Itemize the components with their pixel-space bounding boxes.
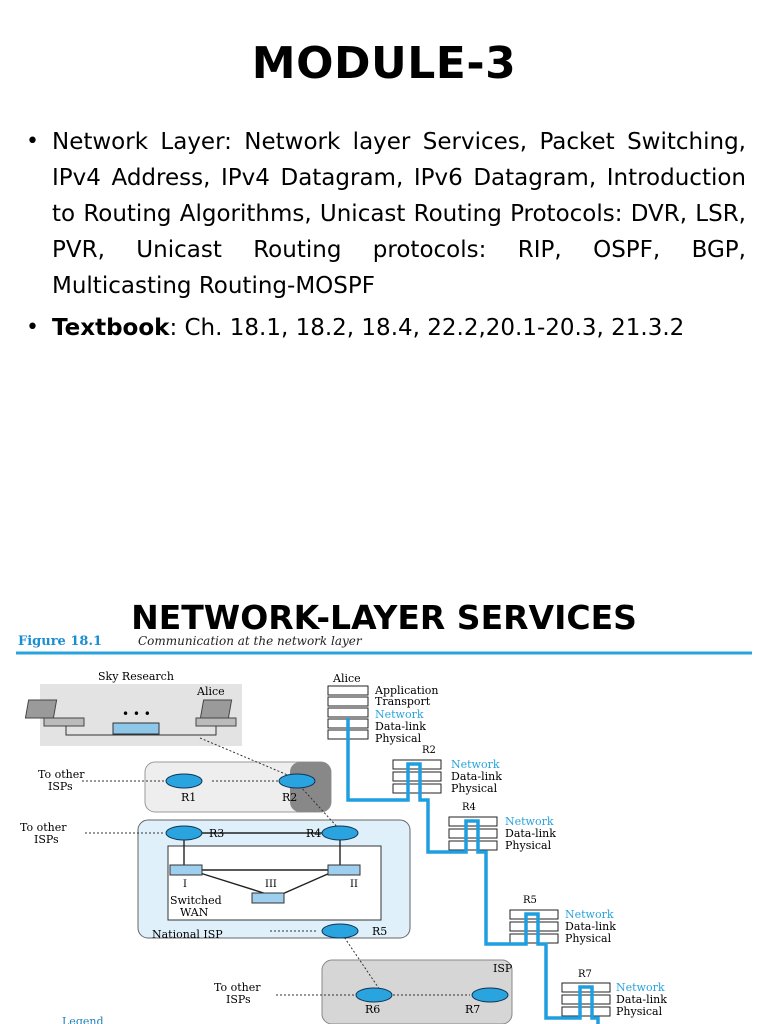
ellipsis-label: • • • bbox=[122, 707, 151, 721]
router-r6-icon: R6 bbox=[355, 987, 393, 1016]
svg-text:ISPs: ISPs bbox=[226, 993, 251, 1006]
r7-stack: R7 Network Data-link Physical bbox=[561, 969, 667, 1018]
network-diagram: Sky Research Alice • • • National ISP Sw… bbox=[16, 651, 752, 1024]
switched-wan-box bbox=[167, 845, 382, 921]
svg-text:R1: R1 bbox=[181, 791, 196, 804]
svg-text:Data-link: Data-link bbox=[616, 993, 667, 1006]
router-r3-icon: R3 bbox=[165, 825, 224, 841]
slide-network-layer-services: NETWORK-LAYER SERVICES Figure 18.1 Commu… bbox=[0, 590, 768, 1024]
svg-text:Physical: Physical bbox=[565, 932, 612, 945]
wan-switch-ii-icon: II bbox=[327, 864, 361, 890]
router-r7-icon: R7 bbox=[465, 987, 509, 1016]
bullet-topics: • Network Layer: Network layer Services,… bbox=[20, 124, 746, 304]
svg-text:Data-link: Data-link bbox=[565, 920, 616, 933]
alice-left-label: Alice bbox=[196, 685, 225, 698]
svg-text:R5: R5 bbox=[523, 895, 537, 906]
svg-text:Network: Network bbox=[375, 708, 424, 721]
router-r2-icon: R2 bbox=[278, 773, 316, 804]
legend-label: Legend bbox=[62, 1015, 104, 1024]
svg-text:Data-link: Data-link bbox=[375, 720, 426, 733]
bullet-dot-icon: • bbox=[26, 315, 39, 340]
svg-text:To other: To other bbox=[20, 821, 67, 834]
sky-research-label: Sky Research bbox=[98, 670, 174, 683]
alice-stack-labels: Application Transport Network Data-link … bbox=[374, 684, 438, 745]
svg-text:Physical: Physical bbox=[451, 782, 498, 795]
svg-text:R6: R6 bbox=[365, 1003, 380, 1016]
bullet-list: • Network Layer: Network layer Services,… bbox=[20, 124, 746, 346]
svg-text:III: III bbox=[265, 879, 277, 890]
svg-text:R4: R4 bbox=[462, 802, 476, 813]
wan-switch-iii-icon: III bbox=[251, 879, 285, 904]
router-r5-icon: R5 bbox=[321, 923, 387, 939]
svg-text:Transport: Transport bbox=[375, 695, 431, 708]
packet-path bbox=[346, 718, 600, 1024]
bullet-textbook: • Textbook: Ch. 18.1, 18.2, 18.4, 22.2,2… bbox=[20, 310, 746, 346]
svg-text:Network: Network bbox=[451, 758, 500, 771]
svg-text:R7: R7 bbox=[465, 1003, 480, 1016]
slide-module-3: MODULE-3 • Network Layer: Network layer … bbox=[20, 38, 746, 346]
svg-text:I: I bbox=[183, 879, 187, 890]
svg-text:R2: R2 bbox=[422, 745, 436, 756]
svg-text:Data-link: Data-link bbox=[451, 770, 502, 783]
router-r1-icon: R1 bbox=[165, 773, 203, 804]
isp-label: ISP bbox=[493, 962, 513, 975]
bullet-topics-text: Network Layer: Network layer Services, P… bbox=[52, 129, 746, 299]
wan-label: WAN bbox=[180, 906, 209, 919]
svg-text:Physical: Physical bbox=[505, 839, 552, 852]
svg-text:ISPs: ISPs bbox=[34, 833, 59, 846]
svg-text:Network: Network bbox=[505, 815, 554, 828]
figure-caption: Communication at the network layer bbox=[138, 634, 362, 648]
svg-text:R4: R4 bbox=[306, 827, 321, 840]
svg-text:Network: Network bbox=[616, 981, 665, 994]
svg-text:R7: R7 bbox=[578, 969, 592, 980]
slide-title: MODULE-3 bbox=[251, 38, 517, 89]
svg-text:R5: R5 bbox=[372, 925, 387, 938]
svg-text:ISPs: ISPs bbox=[48, 780, 73, 793]
bullet-dot-icon: • bbox=[26, 129, 39, 154]
slide-title: NETWORK-LAYER SERVICES bbox=[131, 598, 637, 637]
laptop-icon bbox=[195, 699, 237, 727]
switched-label: Switched bbox=[170, 894, 222, 907]
svg-text:Application: Application bbox=[374, 684, 438, 697]
lan-link bbox=[65, 726, 217, 736]
figure-label: Figure 18.1 bbox=[18, 634, 103, 649]
svg-text:Data-link: Data-link bbox=[505, 827, 556, 840]
dotted-links bbox=[82, 737, 470, 996]
textbook-separator: : bbox=[169, 315, 178, 341]
svg-text:To other: To other bbox=[214, 981, 261, 994]
svg-text:To other: To other bbox=[38, 768, 85, 781]
svg-text:R2: R2 bbox=[282, 791, 297, 804]
textbook-label: Textbook bbox=[52, 315, 170, 341]
laptop-icon bbox=[24, 699, 85, 727]
stack-alice-name: Alice bbox=[332, 672, 361, 685]
svg-text:R3: R3 bbox=[209, 827, 224, 840]
isp-region-bottom bbox=[321, 959, 513, 1024]
switch-icon bbox=[112, 722, 160, 735]
router-r4-icon: R4 bbox=[306, 825, 359, 841]
wan-switch-i-icon: I bbox=[169, 864, 203, 890]
textbook-chapters: Ch. 18.1, 18.2, 18.4, 22.2,20.1-20.3, 21… bbox=[177, 315, 685, 341]
svg-text:Physical: Physical bbox=[616, 1005, 663, 1018]
svg-text:Network: Network bbox=[565, 908, 614, 921]
svg-text:Physical: Physical bbox=[375, 732, 422, 745]
svg-text:II: II bbox=[350, 879, 358, 890]
r2-stack: R2 Network Data-link Physical bbox=[392, 745, 502, 795]
national-isp-label: National ISP bbox=[152, 928, 223, 941]
